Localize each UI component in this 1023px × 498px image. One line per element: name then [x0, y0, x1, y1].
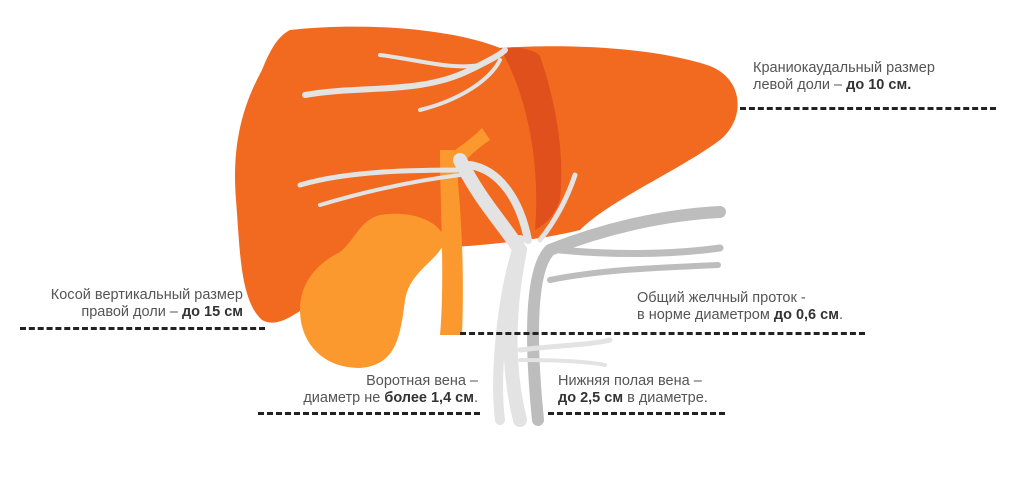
dashed-divider	[258, 412, 480, 415]
label-text: в диаметре.	[623, 390, 708, 406]
label-value: до 10 см.	[846, 77, 912, 93]
gallbladder	[300, 213, 445, 368]
dashed-divider	[460, 332, 865, 335]
label-value: до 0,6 см	[773, 307, 839, 323]
liver-ligament	[500, 47, 562, 231]
portal-vein-label: Воротная вена – диаметр не более 1,4 см.	[240, 373, 478, 407]
label-line: Краниокаудальный размер	[753, 60, 935, 76]
ivc-label: Нижняя полая вена – до 2,5 см в диаметре…	[558, 373, 708, 407]
label-text: правой доли –	[81, 304, 182, 320]
label-text: .	[838, 307, 843, 323]
dashed-divider	[740, 107, 996, 110]
label-value: до 15 см	[181, 304, 243, 320]
left-lobe-label: Краниокаудальный размер левой доли – до …	[753, 60, 935, 94]
label-text: левой доли –	[753, 77, 847, 93]
bile-duct-label: Общий желчный проток - в норме диаметром…	[637, 290, 843, 324]
label-text: в норме диаметром	[637, 307, 774, 323]
label-line: Общий желчный проток -	[637, 290, 806, 306]
label-text: диаметр не	[303, 390, 385, 406]
label-value: более 1,4 см	[384, 390, 474, 406]
label-line: Косой вертикальный размер	[50, 287, 243, 303]
label-line: Нижняя полая вена –	[558, 373, 702, 389]
label-text: .	[473, 390, 478, 406]
dashed-divider	[548, 412, 725, 415]
label-line: Воротная вена –	[366, 373, 478, 389]
dashed-divider	[20, 327, 265, 330]
right-lobe-label: Косой вертикальный размер правой доли – …	[0, 287, 243, 321]
label-value: до 2,5 см	[558, 390, 624, 406]
portal-vein	[440, 128, 490, 335]
